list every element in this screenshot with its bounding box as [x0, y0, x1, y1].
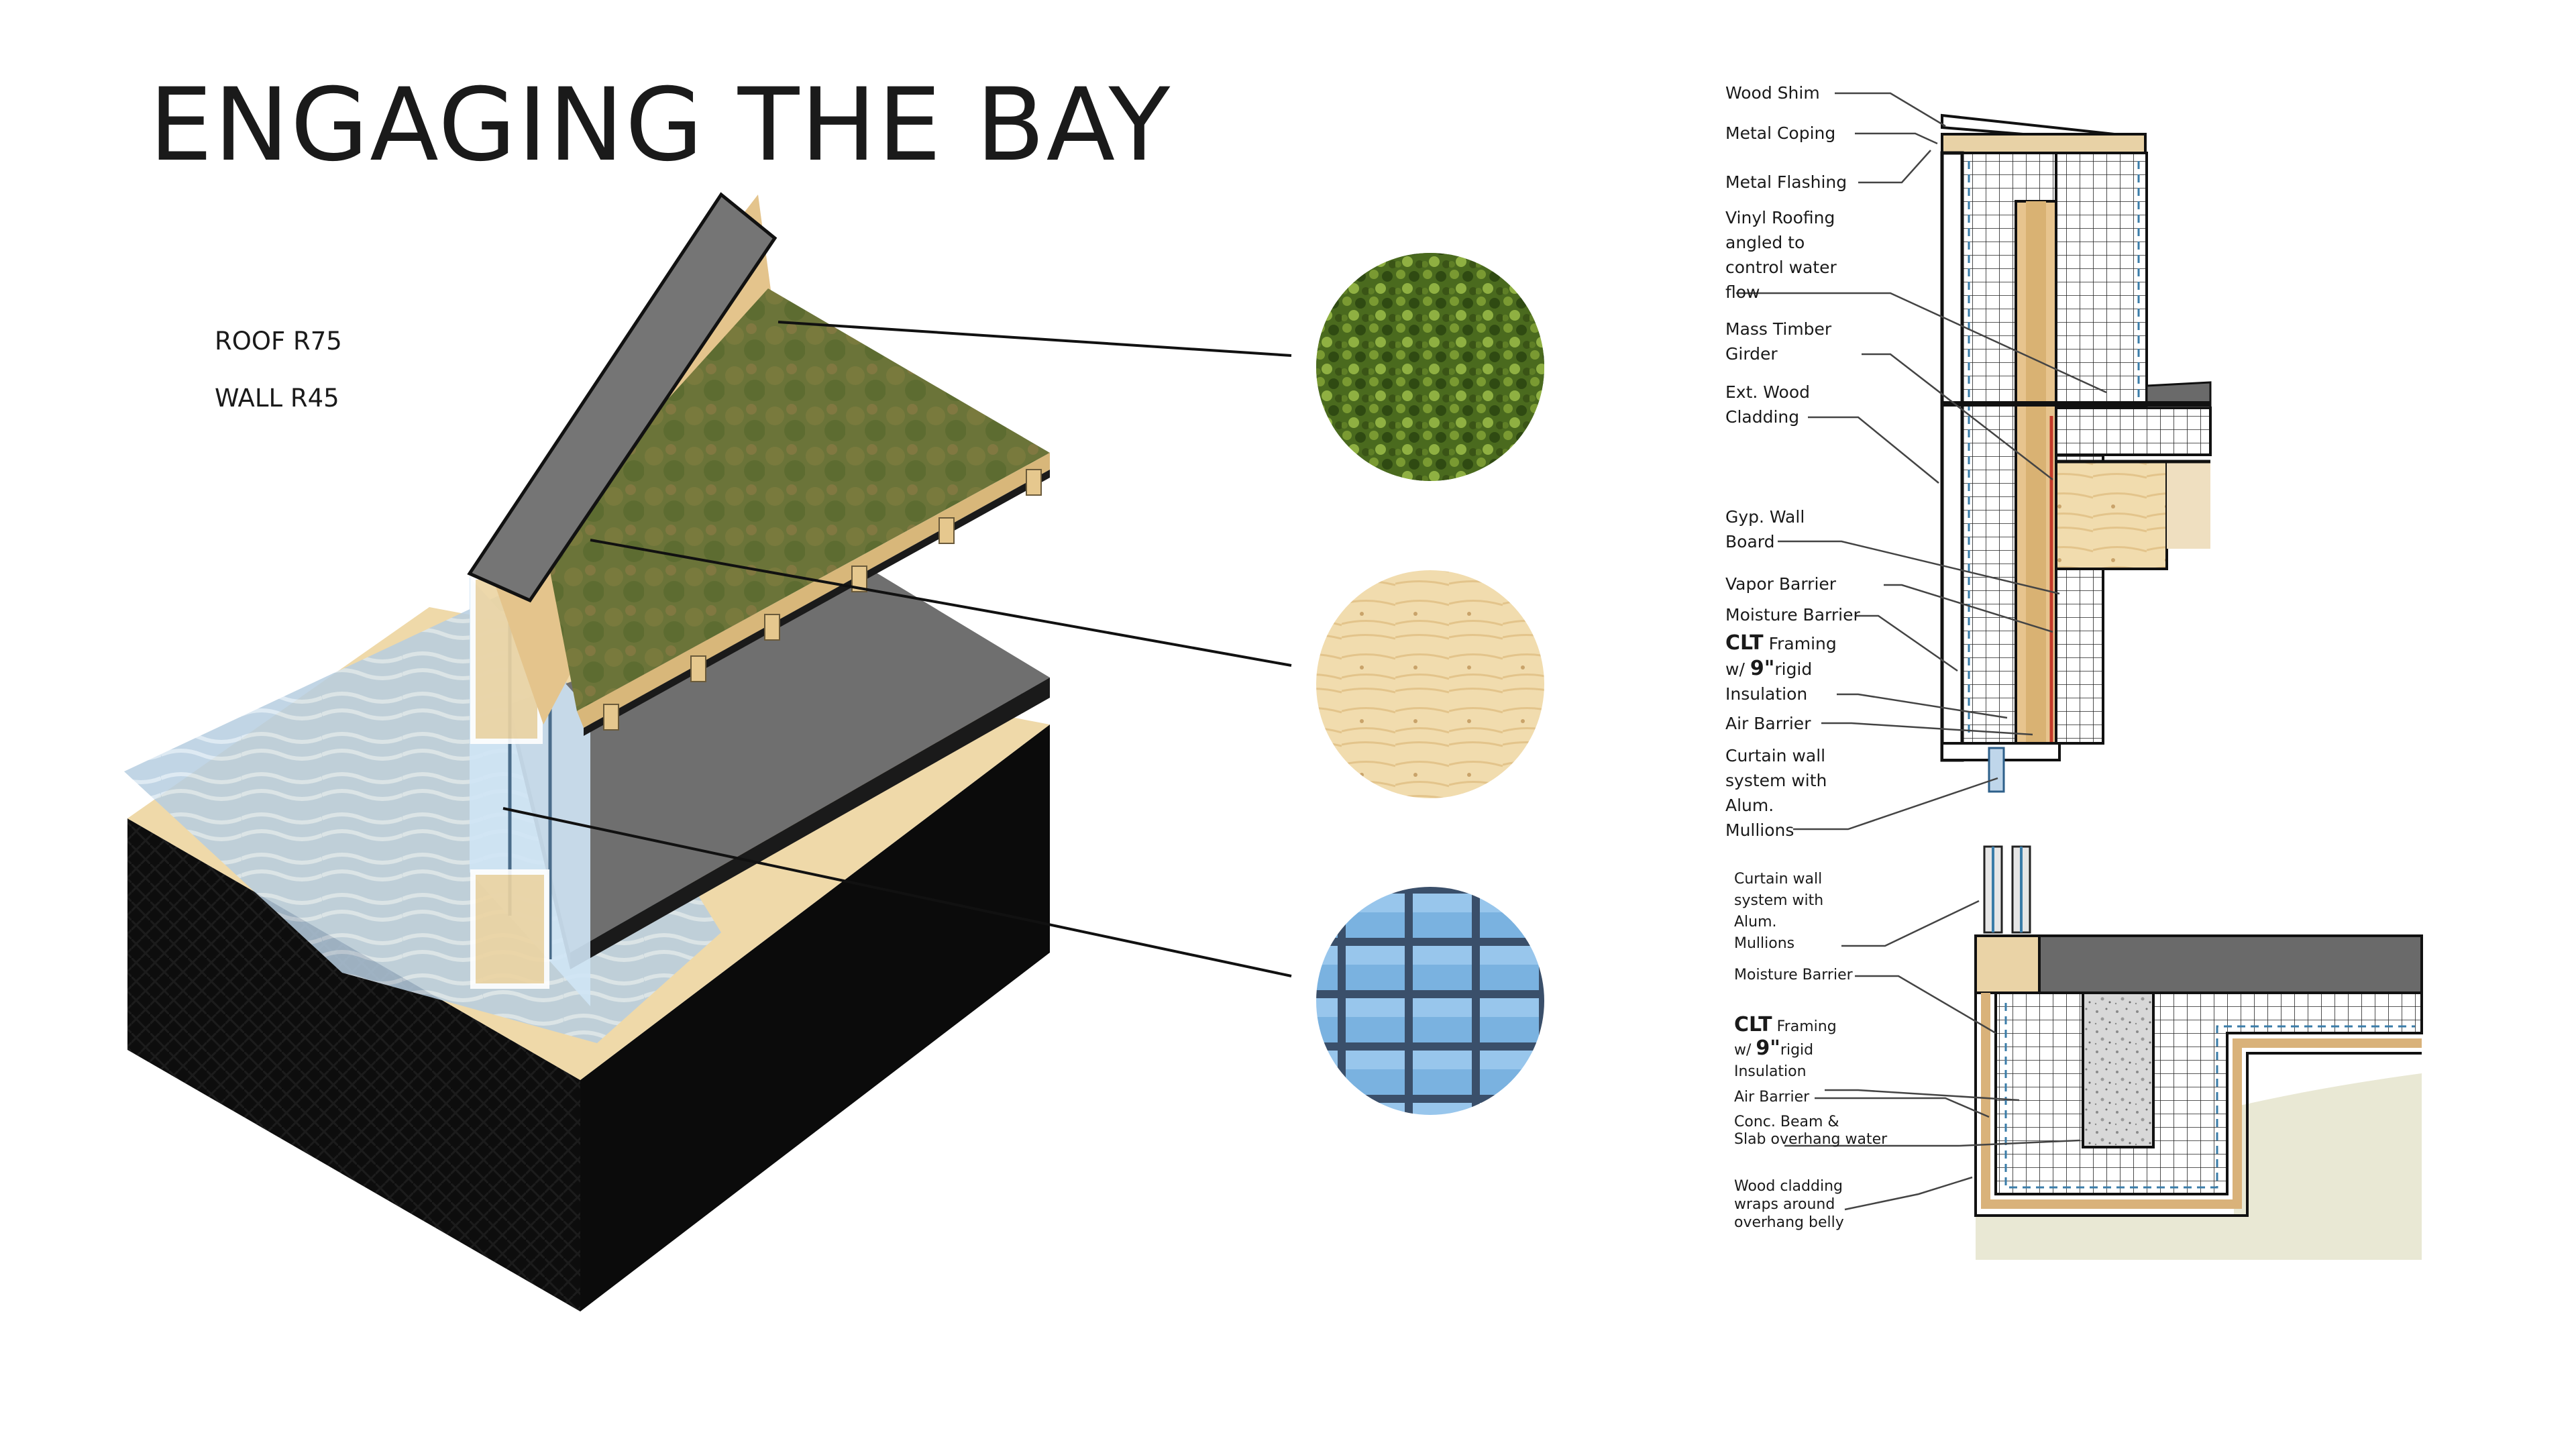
label-line: Curtain wall	[1734, 871, 1823, 888]
label-clt-framing-lower: CLT Framing w/ 9"rigid Insulation	[1734, 1014, 1837, 1083]
label-line: Gyp. Wall	[1725, 507, 1805, 527]
glass-swatch-icon	[1316, 887, 1544, 1115]
label-line: Alum.	[1734, 914, 1777, 930]
label-moisture-barrier: Moisture Barrier	[1725, 602, 1860, 627]
label-mass-timber-girder: Mass Timber Girder	[1725, 317, 1831, 366]
label-line: Girder	[1725, 344, 1778, 364]
label-text: Wood Shim	[1725, 83, 1820, 103]
label-line: Ext. Wood	[1725, 382, 1811, 402]
label-air-barrier-lower: Air Barrier	[1734, 1087, 1809, 1108]
roof-wall-section-detail	[1940, 113, 2212, 793]
label-line: Alum.	[1725, 796, 1774, 815]
label-text: rigid	[1774, 659, 1813, 679]
label-ext-wood-cladding: Ext. Wood Cladding	[1725, 380, 1810, 429]
label-line: Cladding	[1725, 407, 1800, 427]
wall-r-value: WALL R45	[215, 384, 339, 413]
label-wood-shim: Wood Shim	[1725, 80, 1820, 105]
label-line: Board	[1725, 532, 1775, 551]
insulation-thickness: 9"	[1756, 1036, 1780, 1060]
label-text: rigid	[1780, 1042, 1814, 1059]
green-roof-swatch-icon	[1316, 253, 1544, 481]
roof-insulation	[2055, 152, 2148, 409]
label-text: Moisture Barrier	[1734, 967, 1853, 983]
ground-block-right-face	[580, 724, 1050, 1311]
roof-r-value: ROOF R75	[215, 327, 342, 356]
label-text: w/	[1725, 659, 1750, 679]
label-text: Air Barrier	[1734, 1089, 1810, 1106]
ground-fill	[1976, 1073, 2422, 1260]
concrete-slab-top	[2038, 934, 2423, 994]
label-line: flow	[1725, 282, 1760, 302]
ext-wood-cladding-shape	[1940, 151, 1964, 762]
wall-post-lower	[470, 869, 549, 989]
timber-swatch-icon	[1316, 570, 1544, 798]
roof-section-leaders	[1736, 92, 2107, 830]
label-line: w/ 9"rigid	[1725, 656, 1837, 682]
label-line: system with	[1725, 771, 1827, 790]
label-text: Framing	[1763, 634, 1837, 653]
page-title: ENGAGING THE BAY	[149, 67, 1172, 184]
axonometric-model	[124, 192, 1050, 1311]
slab-extension	[2167, 462, 2210, 549]
label-line: CLT Framing	[1734, 1014, 1837, 1038]
label-moisture-barrier-lower: Moisture Barrier	[1734, 965, 1853, 986]
label-text: Framing	[1772, 1018, 1837, 1035]
metal-coping-shape	[1941, 133, 2147, 154]
label-line: Conc. Beam &	[1734, 1114, 1839, 1130]
label-metal-coping: Metal Coping	[1725, 121, 1835, 146]
label-text: Air Barrier	[1725, 714, 1811, 733]
insulation-thickness: 9"	[1750, 657, 1775, 680]
label-vinyl-roofing: Vinyl Roofing angled to control water fl…	[1725, 205, 1837, 305]
clt-abbrev: CLT	[1734, 1013, 1772, 1036]
floor-deck	[2055, 407, 2212, 456]
label-metal-flashing: Metal Flashing	[1725, 170, 1847, 195]
label-text: Metal Flashing	[1725, 172, 1847, 192]
label-line: system with	[1734, 892, 1824, 909]
label-line: Mullions	[1725, 820, 1794, 840]
floor-overhang-section-detail	[1974, 845, 2423, 1260]
label-clt-framing: CLT Framing w/ 9"rigid Insulation	[1725, 631, 1837, 706]
roof-parapet-face	[467, 192, 777, 603]
roof-rafters	[603, 469, 1042, 731]
label-line: Mass Timber	[1725, 319, 1832, 339]
floor-section-leaders	[1784, 900, 2080, 1211]
material-leader-lines	[502, 321, 1292, 977]
clt-abbrev: CLT	[1725, 631, 1764, 655]
label-line: Curtain wall	[1725, 746, 1826, 765]
green-roof-surface	[543, 288, 1050, 711]
wood-sill	[1974, 934, 2041, 994]
label-vapor-barrier: Vapor Barrier	[1725, 572, 1836, 596]
label-curtain-wall: Curtain wall system with Alum. Mullions	[1725, 743, 1827, 843]
label-line: overhang belly	[1734, 1214, 1844, 1231]
label-line: wraps around	[1734, 1196, 1835, 1213]
label-line: Mullions	[1734, 935, 1795, 952]
label-text: Vapor Barrier	[1725, 574, 1837, 594]
label-line: w/ 9"rigid	[1734, 1038, 1837, 1061]
label-curtain-wall-lower: Curtain wall system with Alum. Mullions	[1734, 869, 1823, 955]
floor-slab-edge	[570, 678, 1050, 969]
label-line: Vinyl Roofing	[1725, 208, 1835, 227]
concrete-beam-shape	[2082, 991, 2155, 1148]
label-air-barrier: Air Barrier	[1725, 711, 1811, 736]
label-line: Slab overhang water	[1734, 1131, 1888, 1148]
label-text: w/	[1734, 1042, 1756, 1059]
label-gyp-wall-board: Gyp. Wall Board	[1725, 504, 1805, 554]
label-text: Metal Coping	[1725, 123, 1836, 143]
label-line: angled to	[1725, 233, 1805, 252]
label-text: Moisture Barrier	[1725, 605, 1860, 625]
label-line: Wood cladding	[1734, 1178, 1843, 1195]
label-line: CLT Framing	[1725, 631, 1837, 656]
label-line: Insulation	[1725, 684, 1808, 704]
label-line: control water	[1725, 258, 1837, 277]
label-wood-cladding-wraps: Wood cladding wraps around overhang bell…	[1734, 1177, 1844, 1232]
label-conc-beam: Conc. Beam & Slab overhang water	[1734, 1114, 1887, 1148]
wood-cladding-wrap	[1981, 993, 2422, 1209]
floor-beam	[2055, 460, 2168, 570]
mullion-shape	[1988, 747, 2005, 793]
ground-block-left-face	[127, 818, 580, 1311]
label-line: Insulation	[1734, 1063, 1807, 1080]
